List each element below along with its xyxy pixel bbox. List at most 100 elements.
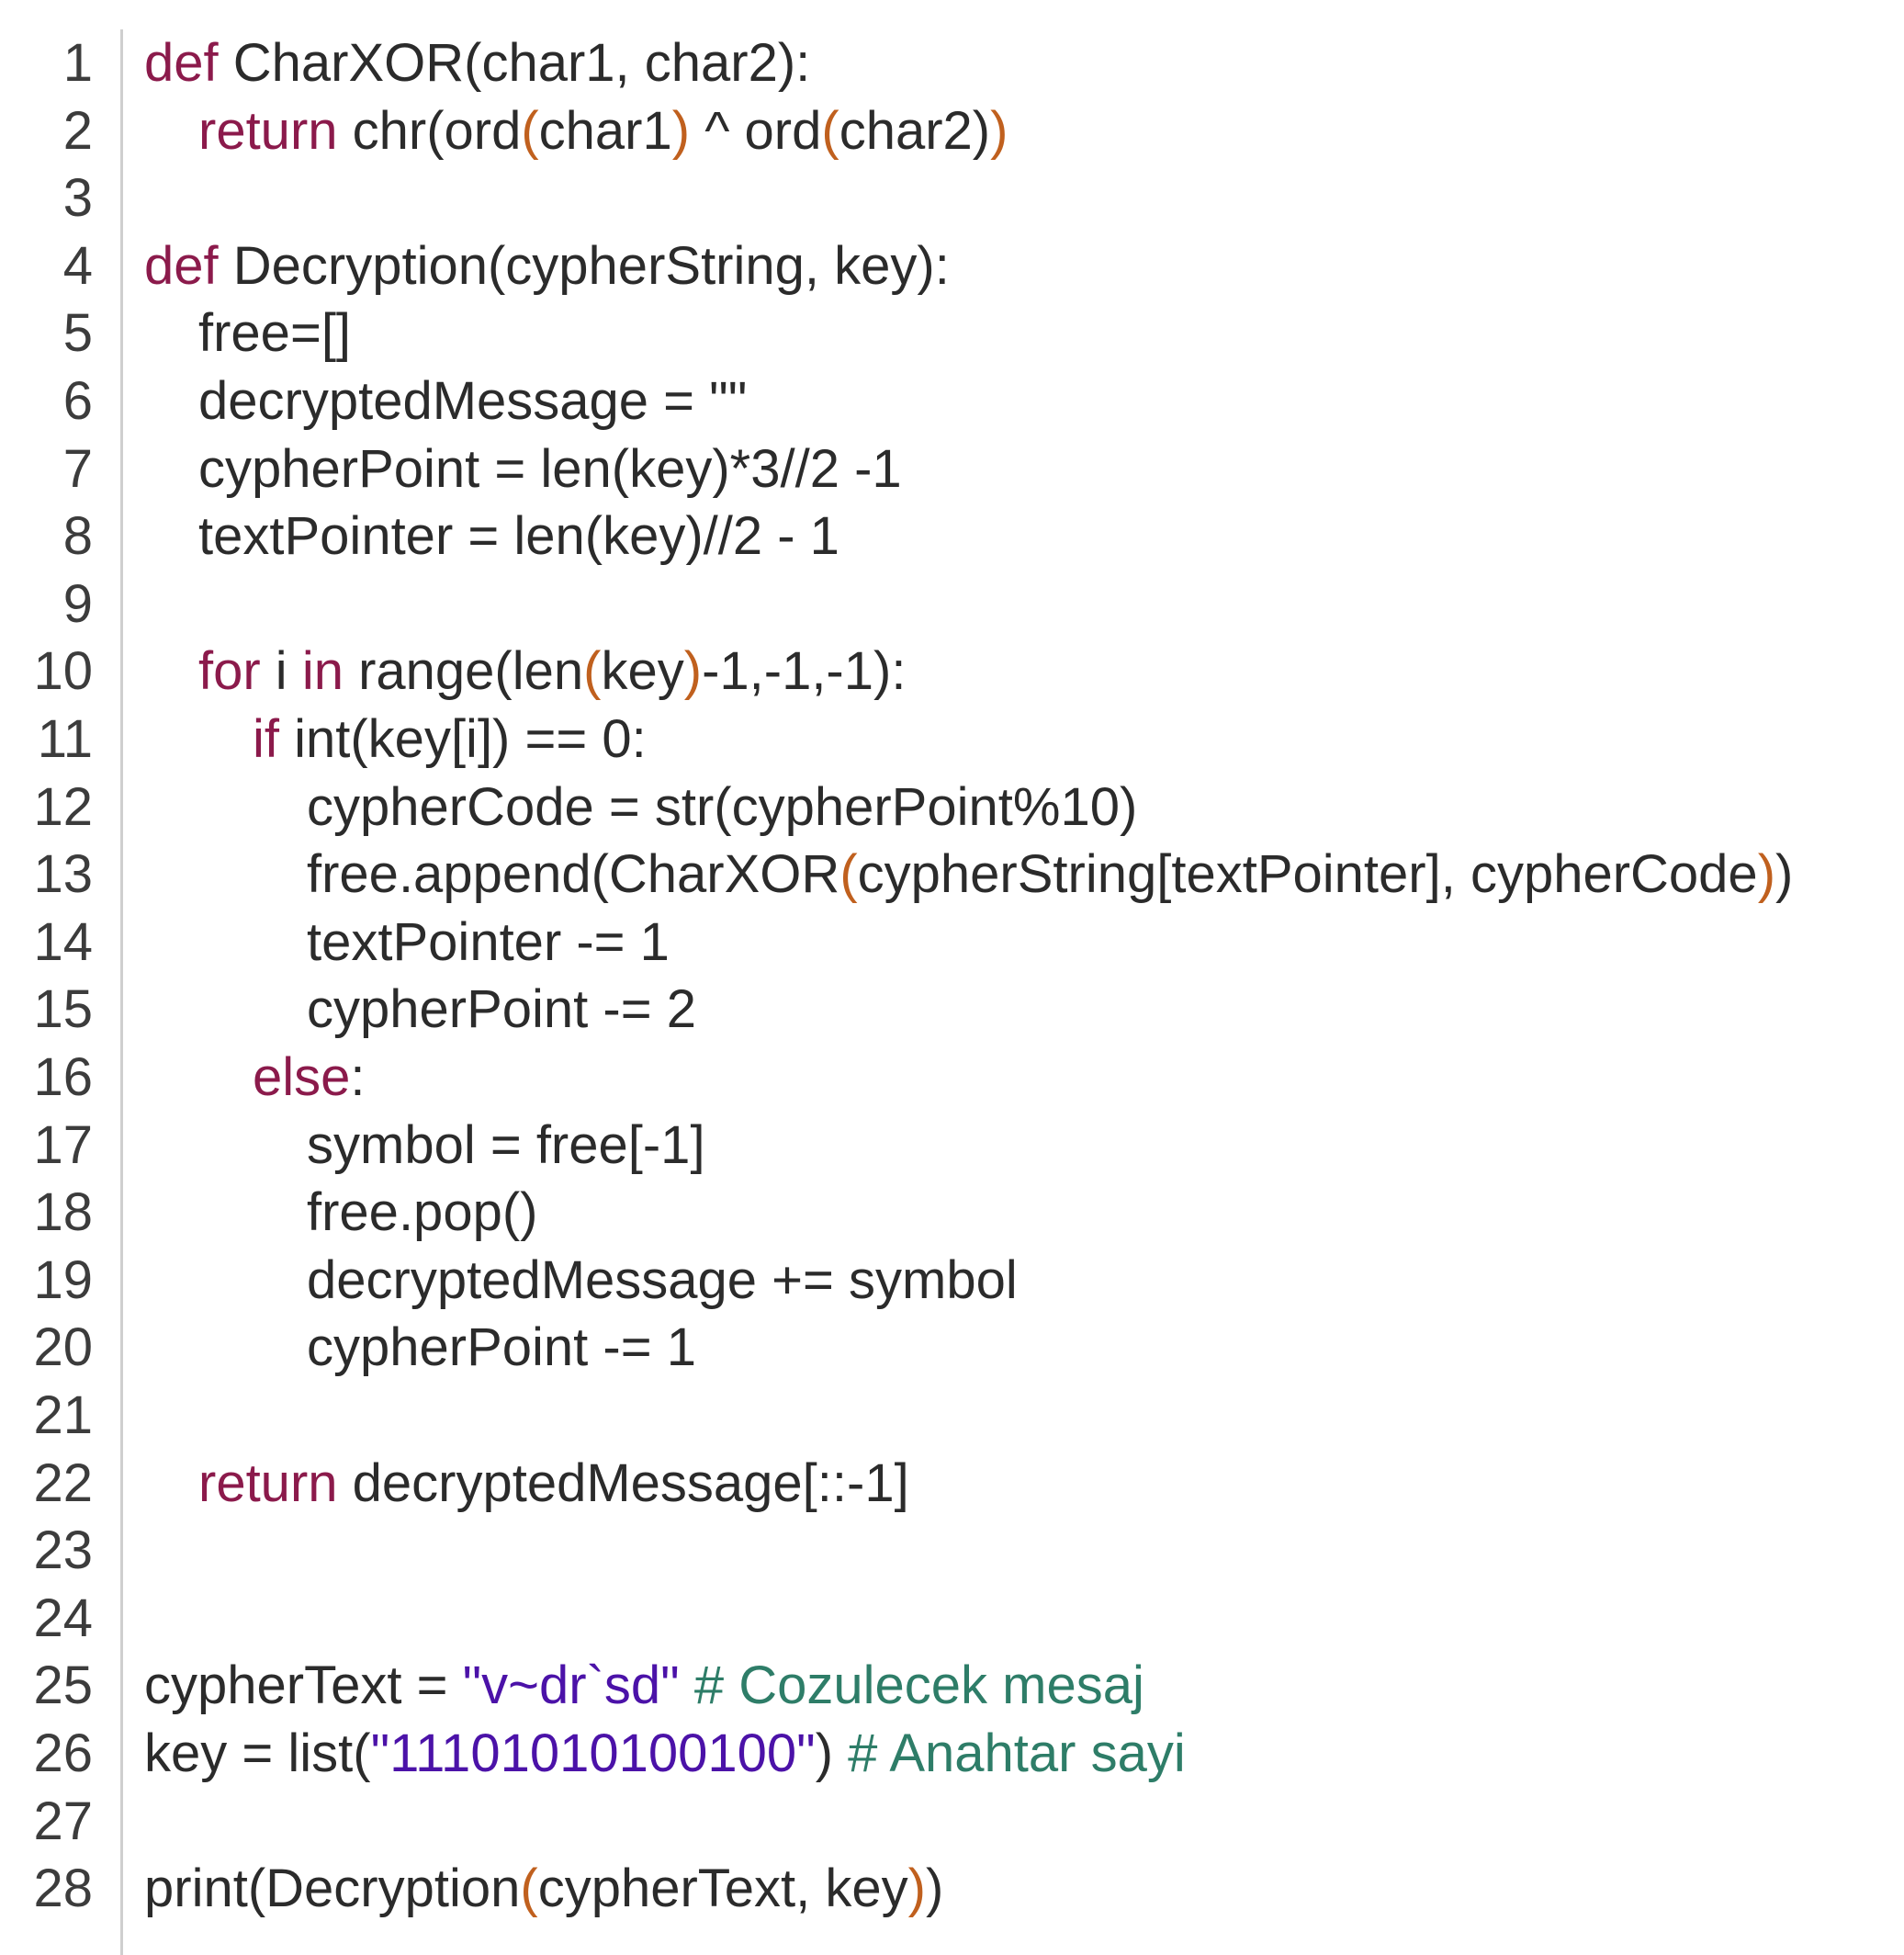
line-number: 8	[62, 506, 93, 567]
code-line[interactable]: 8 textPointer = len(key)//2 - 1	[0, 503, 1904, 571]
bracket-token: (	[521, 100, 539, 161]
code-token: cypherPoint = len(key)*3//2 -1	[198, 438, 902, 499]
code-line[interactable]: 3	[0, 164, 1904, 232]
comment-token: # Cozulecek mesaj	[693, 1656, 1144, 1716]
code-token: range(len	[343, 641, 584, 702]
keyword-token: if	[253, 709, 279, 769]
code-text: symbol = free[-1]	[307, 1112, 705, 1180]
gutter-divider	[120, 29, 123, 1955]
code-token: key = list(	[144, 1723, 371, 1783]
keyword-token: else	[253, 1047, 351, 1107]
code-line[interactable]: 28 print(Decryption(cypherText, key))	[0, 1855, 1904, 1923]
line-number: 6	[62, 371, 93, 431]
code-text: cypherCode = str(cypherPoint%10)	[307, 774, 1137, 842]
code-token: char1	[538, 100, 672, 161]
code-line[interactable]: 18 free.pop()	[0, 1179, 1904, 1247]
code-token: int(key[i]) == 0:	[279, 709, 647, 769]
string-token: "v~dr`sd"	[462, 1656, 680, 1716]
code-text: def Decryption(cypherString, key):	[144, 232, 950, 300]
code-token: -1,-1,-1):	[702, 641, 907, 702]
code-text: return decryptedMessage[::-1]	[198, 1450, 909, 1518]
code-line[interactable]: 9	[0, 571, 1904, 638]
code-token: cypherPoint -= 1	[307, 1317, 696, 1378]
code-text: textPointer = len(key)//2 - 1	[198, 503, 839, 571]
code-line[interactable]: 20 cypherPoint -= 1	[0, 1314, 1904, 1382]
code-line[interactable]: 6 decryptedMessage = ""	[0, 367, 1904, 435]
keyword-token: for	[198, 641, 261, 702]
bracket-token: )	[671, 100, 691, 161]
line-number: 10	[33, 641, 93, 702]
line-number: 22	[33, 1452, 93, 1513]
code-token: char2)	[839, 100, 991, 161]
line-number: 9	[62, 573, 93, 634]
code-line[interactable]: 27	[0, 1788, 1904, 1856]
code-token: decryptedMessage[::-1]	[337, 1452, 909, 1513]
line-number: 4	[62, 235, 93, 296]
code-text: print(Decryption(cypherText, key))	[144, 1855, 943, 1923]
line-number: 5	[62, 303, 93, 364]
code-token: decryptedMessage = ""	[198, 371, 748, 431]
code-text: else:	[253, 1044, 366, 1112]
code-line[interactable]: 7 cypherPoint = len(key)*3//2 -1	[0, 435, 1904, 503]
bracket-token: (	[821, 100, 839, 161]
code-line[interactable]: 23	[0, 1517, 1904, 1585]
line-number: 24	[33, 1588, 93, 1648]
code-token: free.pop()	[307, 1182, 538, 1243]
code-line[interactable]: 4 def Decryption(cypherString, key):	[0, 232, 1904, 300]
code-line[interactable]: 22 return decryptedMessage[::-1]	[0, 1450, 1904, 1518]
code-line[interactable]: 15 cypherPoint -= 2	[0, 976, 1904, 1044]
code-token: print(Decryption	[144, 1859, 521, 1919]
code-line[interactable]: 26 key = list("11101010100100") # Anahtar…	[0, 1720, 1904, 1788]
code-text: for i in range(len(key)-1,-1,-1):	[198, 638, 906, 706]
string-token: "11101010100100"	[370, 1723, 816, 1783]
bracket-token: )	[683, 641, 703, 702]
code-text: cypherPoint -= 1	[307, 1314, 696, 1382]
code-text: cypherText = "v~dr`sd" # Cozulecek mesaj	[144, 1652, 1144, 1720]
code-line[interactable]: 14 textPointer -= 1	[0, 909, 1904, 977]
line-number: 3	[62, 168, 93, 229]
code-token: ^ ord	[690, 100, 822, 161]
line-number: 7	[62, 438, 93, 499]
code-token: cypherCode = str(cypherPoint%10)	[307, 776, 1138, 837]
code-token: chr(ord	[337, 100, 522, 161]
code-token: :	[350, 1047, 366, 1107]
line-number: 20	[33, 1317, 93, 1378]
line-number: 18	[33, 1182, 93, 1243]
code-line[interactable]: 21	[0, 1382, 1904, 1450]
line-number: 15	[33, 979, 93, 1040]
code-text: cypherPoint -= 2	[307, 976, 696, 1044]
keyword-token: in	[301, 641, 344, 702]
line-number: 28	[33, 1859, 93, 1919]
code-token: CharXOR(char1, char2):	[218, 33, 811, 93]
code-token: cypherString[textPointer], cypherCode	[857, 844, 1758, 905]
line-number: 1	[62, 33, 93, 93]
line-number: 14	[33, 911, 93, 972]
code-token: free.append(CharXOR	[307, 844, 840, 905]
code-text: textPointer -= 1	[307, 909, 670, 977]
code-line[interactable]: 24	[0, 1585, 1904, 1653]
code-text: key = list("11101010100100") # Anahtar s…	[144, 1720, 1186, 1788]
code-line[interactable]: 10 for i in range(len(key)-1,-1,-1):	[0, 638, 1904, 706]
code-line[interactable]: 5 free=[]	[0, 299, 1904, 367]
line-number: 25	[33, 1656, 93, 1716]
code-token: cypherPoint -= 2	[307, 979, 696, 1040]
bracket-token: (	[583, 641, 602, 702]
bracket-token: )	[1757, 844, 1776, 905]
code-text: cypherPoint = len(key)*3//2 -1	[198, 435, 902, 503]
code-text: free.pop()	[307, 1179, 537, 1247]
code-text: decryptedMessage = ""	[198, 367, 747, 435]
code-token: cypherText, key	[537, 1859, 908, 1919]
code-token: free=[]	[198, 303, 352, 364]
keyword-token: return	[198, 100, 338, 161]
line-number: 26	[33, 1723, 93, 1783]
code-line[interactable]: 25 cypherText = "v~dr`sd" # Cozulecek mes…	[0, 1652, 1904, 1720]
